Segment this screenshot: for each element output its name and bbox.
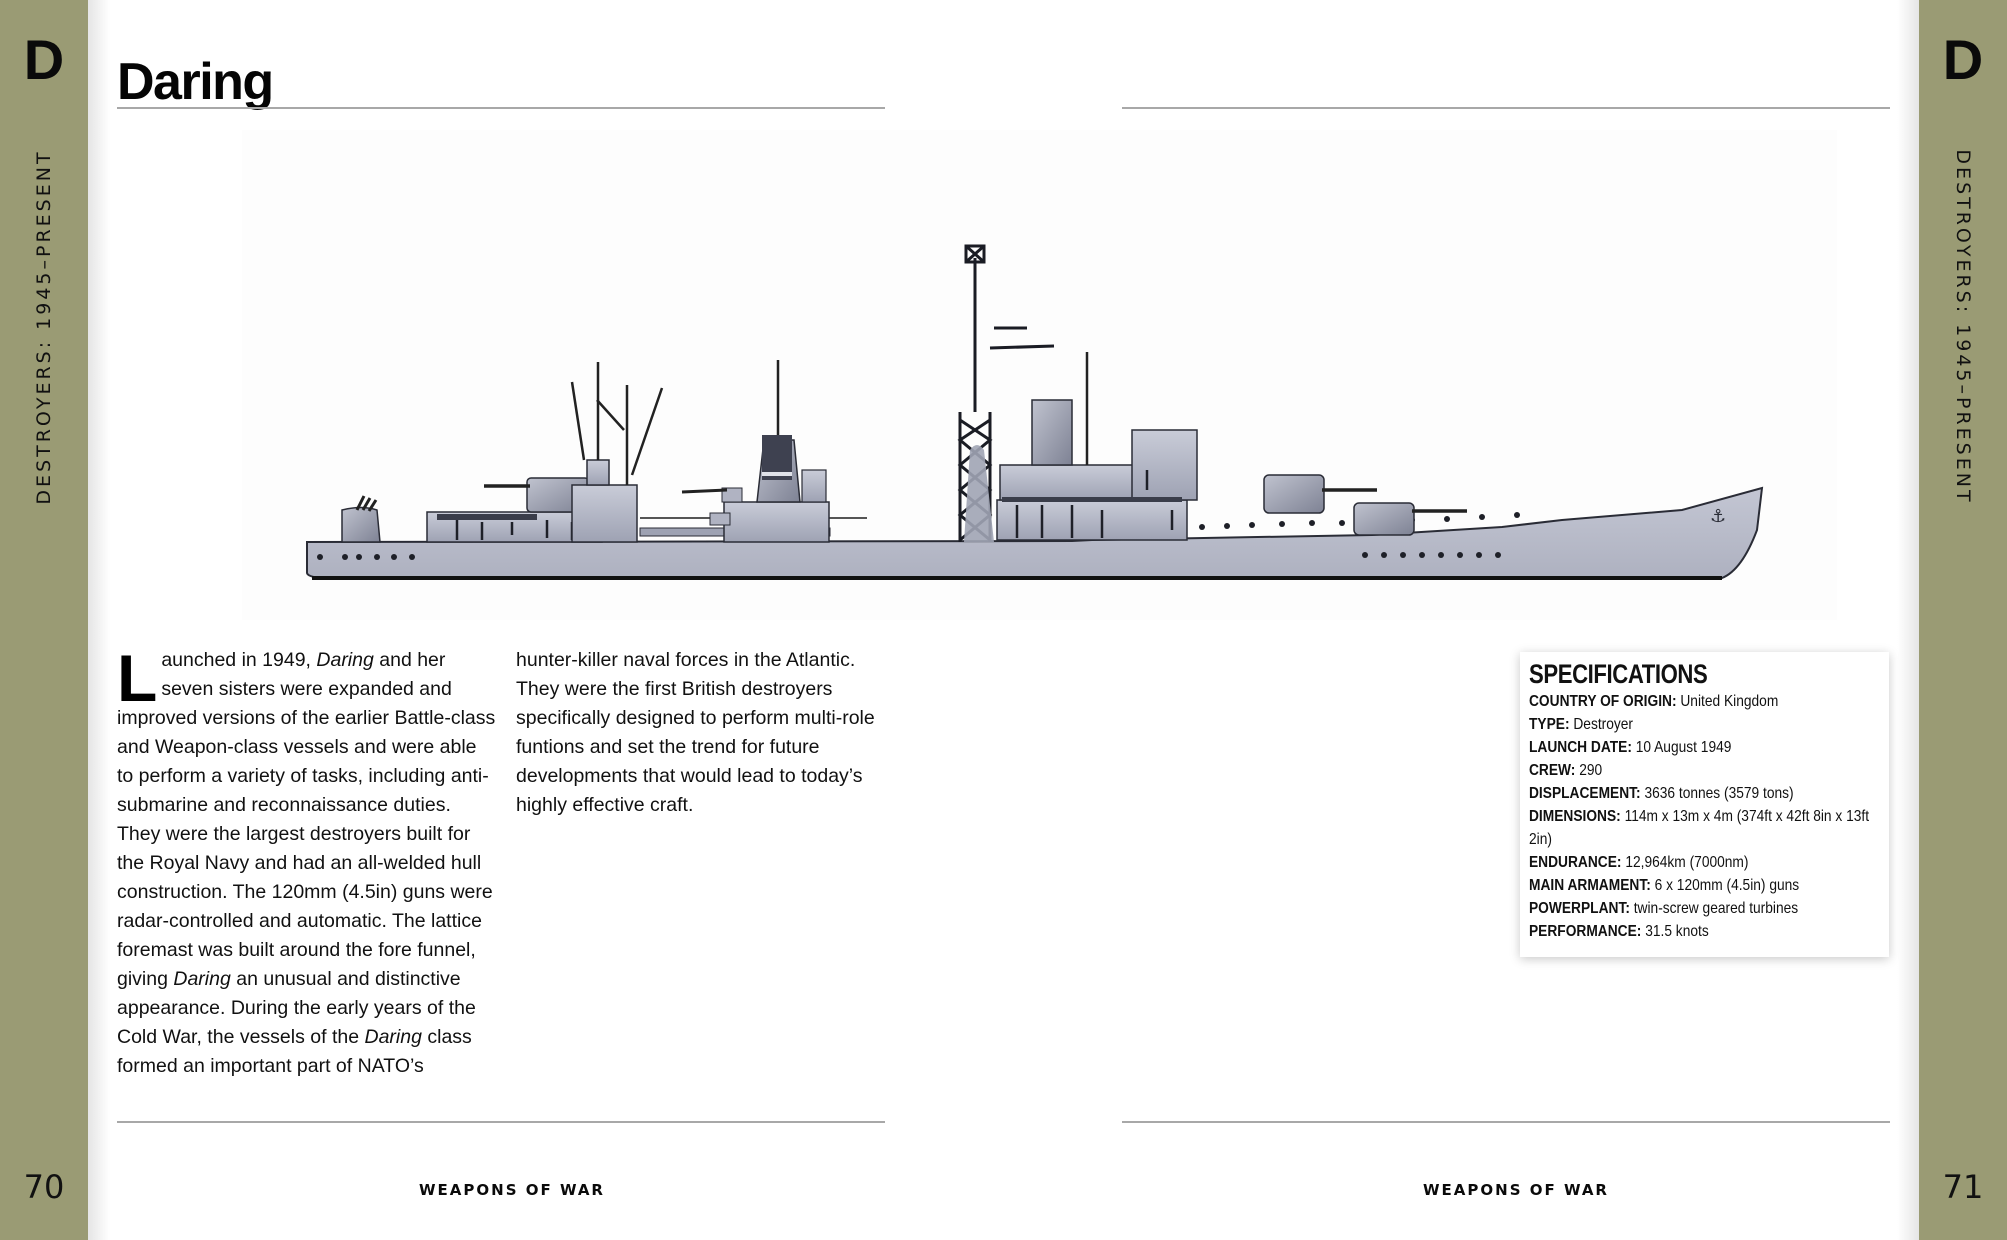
spec-row-endurance: ENDURANCE: 12,964km (7000nm) xyxy=(1529,851,1879,874)
spec-label: ENDURANCE: xyxy=(1529,854,1622,871)
ship-profile-illustration: ⚓ xyxy=(242,130,1837,620)
spec-label: DIMENSIONS: xyxy=(1529,808,1621,825)
spec-value: 12,964km (7000nm) xyxy=(1625,854,1749,871)
destroyer-silhouette-icon: ⚓ xyxy=(306,244,1764,580)
body-paragraph: hunter-killer naval forces in the Atlant… xyxy=(516,649,875,816)
header-rule-left xyxy=(117,107,885,109)
ship-name-italic: Daring xyxy=(316,649,374,671)
body-text-column-2: hunter-killer naval forces in the Atlant… xyxy=(516,646,896,820)
spec-row-country: COUNTRY OF ORIGIN: United Kingdom xyxy=(1529,690,1879,713)
spec-value: 31.5 knots xyxy=(1645,923,1709,940)
spec-label: DISPLACEMENT: xyxy=(1529,785,1641,802)
spec-value: 10 August 1949 xyxy=(1635,739,1732,756)
footer-rule-right xyxy=(1122,1121,1890,1123)
spec-value: United Kingdom xyxy=(1680,693,1779,710)
spec-row-launch-date: LAUNCH DATE: 10 August 1949 xyxy=(1529,736,1879,759)
chapter-letter: D xyxy=(23,28,65,91)
body-text-segment: and her seven sisters were expanded and … xyxy=(117,649,496,990)
spec-value: 114m x 13m x 4m (374ft x 42ft 8in x 13ft… xyxy=(1529,808,1870,848)
spec-row-crew: CREW: 290 xyxy=(1529,759,1879,782)
spec-value: 3636 tonnes (3579 tons) xyxy=(1644,785,1794,802)
spec-label: COUNTRY OF ORIGIN: xyxy=(1529,693,1677,710)
spec-label: MAIN ARMAMENT: xyxy=(1529,877,1651,894)
body-text-segment: an unusual and distinctive appearance. D… xyxy=(117,968,476,1048)
body-text-segment: aunched in 1949, xyxy=(161,649,317,671)
page-edge-shadow xyxy=(88,0,110,1240)
specifications-box: SPECIFICATIONS COUNTRY OF ORIGIN: United… xyxy=(1520,652,1889,957)
left-chapter-tab: D DESTROYERS: 1945–PRESENT 70 xyxy=(0,0,88,1240)
chapter-letter: D xyxy=(1942,28,1984,91)
ship-name-italic: Daring xyxy=(173,968,231,990)
page-number: 70 xyxy=(23,1168,65,1206)
right-chapter-tab: D DESTROYERS: 1945–PRESENT 71 xyxy=(1919,0,2007,1240)
article-title: Daring xyxy=(117,53,274,111)
spec-label: PERFORMANCE: xyxy=(1529,923,1642,940)
spec-value: twin-screw geared turbines xyxy=(1633,900,1799,917)
spec-value: Destroyer xyxy=(1573,716,1634,733)
footer-rule-left xyxy=(117,1121,885,1123)
body-text-segment: class formed an important part of NATO’s xyxy=(117,1026,472,1077)
spec-label: TYPE: xyxy=(1529,716,1570,733)
spec-row-powerplant: POWERPLANT: twin-screw geared turbines xyxy=(1529,897,1879,920)
spec-value: 6 x 120mm (4.5in) guns xyxy=(1654,877,1800,894)
section-title: DESTROYERS: 1945–PRESENT xyxy=(33,149,55,505)
spec-label: CREW: xyxy=(1529,762,1576,779)
spec-row-main-armament: MAIN ARMAMENT: 6 x 120mm (4.5in) guns xyxy=(1529,874,1879,897)
page-number: 71 xyxy=(1942,1168,1984,1206)
drop-cap: L xyxy=(117,641,158,715)
spec-label: POWERPLANT: xyxy=(1529,900,1630,917)
spec-value: 290 xyxy=(1579,762,1603,779)
svg-text:⚓: ⚓ xyxy=(1710,506,1726,527)
ship-name-italic: Daring xyxy=(364,1026,422,1048)
page-edge-shadow xyxy=(1897,0,1919,1240)
specifications-heading: SPECIFICATIONS xyxy=(1529,659,1708,689)
spec-row-type: TYPE: Destroyer xyxy=(1529,713,1879,736)
spec-row-dimensions: DIMENSIONS: 114m x 13m x 4m (374ft x 42f… xyxy=(1529,805,1879,851)
running-footer-left: WEAPONS OF WAR xyxy=(419,1181,605,1199)
spec-label: LAUNCH DATE: xyxy=(1529,739,1632,756)
header-rule-right xyxy=(1122,107,1890,109)
running-footer-right: WEAPONS OF WAR xyxy=(1423,1181,1609,1199)
section-title: DESTROYERS: 1945–PRESENT xyxy=(1952,149,1974,505)
spec-row-performance: PERFORMANCE: 31.5 knots xyxy=(1529,920,1879,943)
spec-row-displacement: DISPLACEMENT: 3636 tonnes (3579 tons) xyxy=(1529,782,1879,805)
